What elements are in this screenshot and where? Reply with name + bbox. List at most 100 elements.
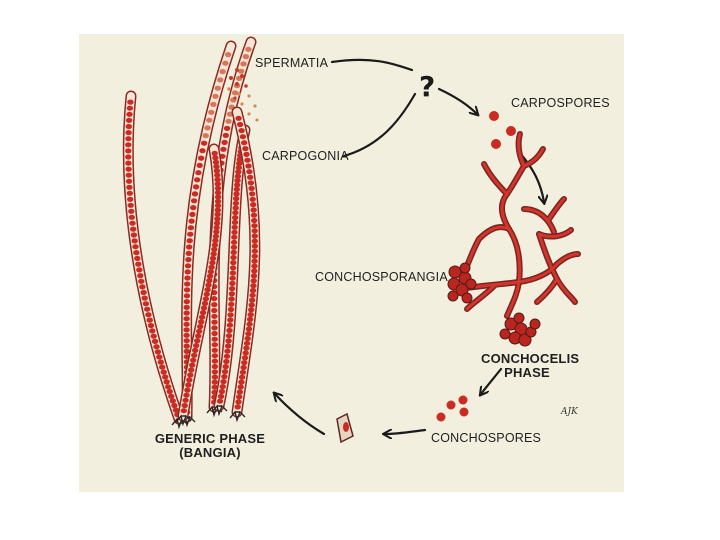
filament-cell [241,360,248,366]
filament-cell [211,302,218,308]
to-generic-phase-arrow [275,394,326,436]
filament-cell [249,297,256,303]
filament-cell [211,347,218,353]
filament-cell [222,60,229,66]
filament-cell [188,367,195,373]
filament-cell [211,150,218,156]
filament-cell [213,229,220,235]
filament-cell [131,238,138,244]
filament-cell [234,182,241,188]
filament-cell [183,293,191,299]
filament-cell [251,268,258,274]
filament-cell [199,148,206,154]
filament-cell [137,273,144,279]
filament-cell [196,162,203,168]
filament-cell [189,362,196,368]
filament-cell [232,200,240,206]
filament-cell [211,384,218,390]
filament-cell [251,248,258,254]
filament-cell [136,267,143,273]
filament-cell [232,210,239,216]
filament-cell [190,205,197,211]
filament-cell [248,307,255,313]
filament-cell [251,258,258,264]
filament-cell [227,306,235,313]
filament-cell [171,402,178,409]
filament-cell [217,77,224,83]
filament-cell [141,295,148,301]
filament-cell [245,331,252,337]
filament-cell [213,224,220,231]
filament-cell [234,404,241,410]
conchocelis-filament-fill [457,132,580,318]
filament-cell [180,408,187,414]
filament-cell [238,128,245,134]
filament-cell [231,219,239,225]
filament-cell [206,278,213,284]
filament-cell [214,185,222,191]
filament-cell [125,123,132,130]
filament-cell [229,280,236,286]
filament-cell [224,348,231,354]
filament-cell [127,202,134,208]
filament-cell [236,121,244,128]
filament-cell [235,115,242,121]
holdfast-icon [211,404,228,417]
filament-cell [228,296,235,302]
bangia-filaments [122,36,261,430]
filament-cell [236,160,243,167]
filament-cell [248,185,255,191]
filament-cell [132,244,139,250]
filament-cell [230,244,238,250]
filament-cell [211,242,219,248]
filament-cell [230,249,237,255]
filament-cell [125,172,132,178]
filament-cell [232,205,239,211]
filament-cell [190,357,197,363]
filament-cell [235,165,242,171]
filament-cell [125,148,132,154]
filament-cell [251,253,258,259]
filament-cell [230,260,237,266]
filament-cell [183,343,190,349]
filament-cell [183,310,190,316]
filament-cell [246,169,253,175]
filament-cell [202,133,209,139]
filament-cell [210,251,217,257]
filament-cell [126,111,133,117]
filament-cell [239,134,247,140]
filament-cell [125,154,132,160]
filament-cell [224,52,232,58]
filament-cell [142,301,150,307]
filament-cell [240,61,247,67]
filament-cell [250,283,257,289]
filament-cell [192,347,199,353]
filament-cell [211,363,219,370]
filament-cell [210,101,217,107]
filament-cell [198,314,206,320]
filament-cell [245,46,252,52]
filament-cell [214,198,222,204]
conchosporangia-label: CONCHOSPORANGIA [315,270,448,284]
filament-cell [186,244,193,250]
filament-cell [204,287,211,293]
filament-cell [150,333,157,339]
filament-cell [246,316,254,322]
filament-cell [216,398,224,404]
filament-cell [140,289,147,296]
filament-cell [250,278,257,284]
filament-cell [235,169,242,175]
filament-cell [187,372,194,378]
filament-cell [209,260,216,266]
conchocelis-label-line2: PHASE [504,365,550,380]
filament-cell [221,374,228,380]
filament-cell [244,335,251,342]
filament-cell [237,384,244,390]
holdfast-icon [175,414,192,427]
carpospores-cells [489,111,516,149]
diagram-graphic [122,36,581,444]
filament-cell [243,345,250,351]
filament-cell [183,316,190,322]
filament-cell [242,146,249,152]
filament-cell [238,374,246,380]
